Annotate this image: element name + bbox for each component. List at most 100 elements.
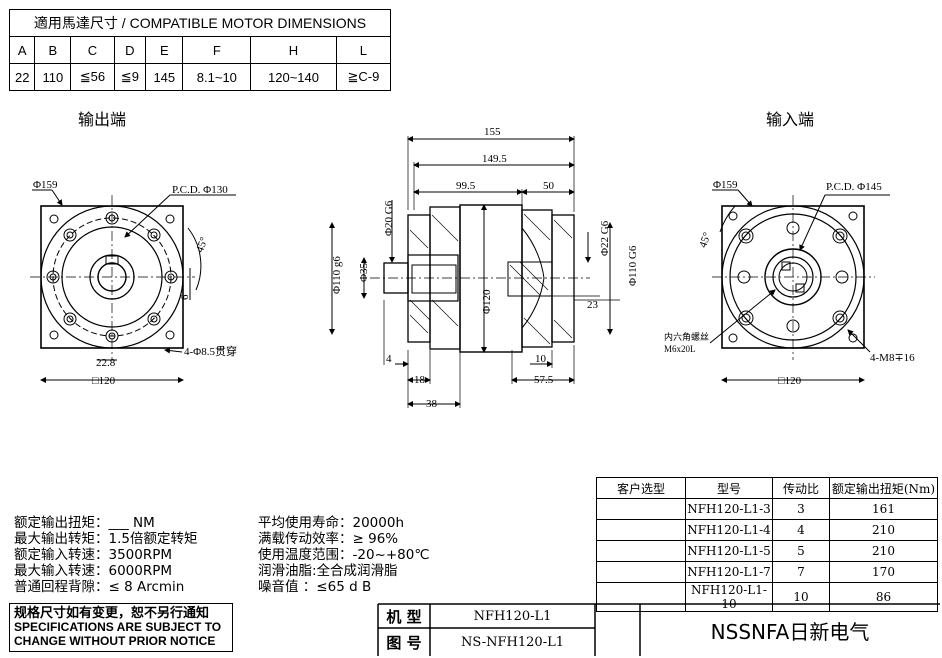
spec-row: 平均使用寿命：20000h — [258, 515, 430, 531]
model-header-cell: 传动比 — [772, 477, 830, 499]
len-total-label: 155 — [484, 126, 501, 138]
input-angle-label: 45° — [697, 231, 714, 250]
model-cell — [596, 498, 686, 520]
dim-18-label: 18 — [414, 374, 426, 386]
input-view-labels: Φ159 P.C.D. Φ145 45° 内六角螺丝 M6x20L 4-M8∓1… — [664, 179, 915, 387]
model-cell: NFH120-L1-7 — [685, 561, 773, 583]
dim-575-label: 57.5 — [534, 374, 554, 386]
side-view-labels: 155 149.5 99.5 50 Φ20 G6 Φ110 g6 Φ35 Φ12… — [331, 126, 639, 410]
spec-value: ≥ 96% — [352, 531, 399, 547]
model-header-cell: 客户选型 — [596, 477, 686, 499]
model-cell: 5 — [772, 540, 830, 562]
table-row: NFH120-L1-10 10 86 — [596, 582, 938, 612]
input-holes-label: 4-M8∓16 — [870, 352, 915, 364]
dim-38-label: 38 — [426, 398, 438, 410]
output-angle-label: 45° — [194, 236, 211, 255]
table-row: NFH120-L1-5 5 210 — [596, 540, 938, 562]
motor-value-cell: 120~140 — [250, 63, 337, 91]
spec-value: 3500RPM — [108, 547, 173, 563]
input-end-view — [709, 189, 890, 383]
model-cell: 161 — [829, 498, 938, 520]
spec-key: 噪音值 ： — [258, 579, 317, 595]
output-end-view — [30, 189, 236, 383]
notice-en-2: CHANGE WITHOUT PRIOR NOTICE — [14, 634, 216, 648]
spec-row: 润滑油脂:全合成润滑脂 — [258, 563, 430, 579]
table-row: NFH120-L1-7 7 170 — [596, 561, 938, 583]
spec-row: 使用温度范围：-20~+80℃ — [258, 547, 430, 563]
model-cell: NFH120-L1-3 — [685, 498, 773, 520]
model-cell: 210 — [829, 540, 938, 562]
output-square-label: □120 — [92, 375, 116, 387]
output-key-height-label: 6 — [179, 294, 191, 300]
model-cell: NFH120-L1-4 — [685, 519, 773, 541]
motor-value-cell: ≧C-9 — [335, 63, 392, 91]
spec-row: 最大输入转速：6000RPM — [14, 563, 197, 579]
spec-key: 润滑油脂: — [258, 563, 317, 579]
input-dia-label: Φ159 — [713, 179, 738, 191]
bore-d-label: Φ22 G6 — [599, 220, 611, 256]
spec-key: 最大输出转矩： — [14, 531, 109, 547]
spec-value: 全合成润滑脂 — [316, 563, 398, 579]
spec-value: 1.5倍额定转矩 — [108, 531, 198, 547]
motor-value-cell: ≦9 — [113, 63, 147, 91]
model-cell: 10 — [772, 582, 830, 612]
motor-table-value-row: 22 110 ≦56 ≦9 145 8.1~10 120~140 ≧C-9 — [8, 63, 392, 91]
spec-key: 使用温度范围： — [258, 547, 353, 563]
table-row: NFH120-L1-4 4 210 — [596, 519, 938, 541]
model-cell: 170 — [829, 561, 938, 583]
specs-left: 额定输出扭矩：___ NM 最大输出转矩：1.5倍额定转矩 额定输入转速：350… — [14, 515, 197, 595]
dim-23-label: 23 — [587, 299, 599, 311]
motor-value-cell: 8.1~10 — [182, 63, 252, 91]
spec-row: 满载传动效率：≥ 96% — [258, 531, 430, 547]
screw-note-2: M6x20L — [664, 344, 696, 354]
len-body-label: 149.5 — [482, 153, 507, 165]
motor-value-cell: ≦56 — [70, 63, 115, 91]
motor-value-cell: 22 — [8, 63, 36, 91]
model-cell: 210 — [829, 519, 938, 541]
model-cell: NFH120-L1-5 — [685, 540, 773, 562]
notice-en-1: SPECIFICATIONS ARE SUBJECT TO — [14, 620, 222, 634]
shaft-d-label: Φ20 G6 — [383, 200, 395, 236]
model-cell — [596, 519, 686, 541]
input-pcd-label: P.C.D. Φ145 — [826, 181, 882, 193]
output-dia-label: Φ159 — [33, 179, 58, 191]
output-view-labels: Φ159 P.C.D. Φ130 45° 6 22.8 4-Φ8.5贯穿 □12… — [33, 179, 237, 387]
spec-row: 噪音值 ：≤65 d B — [258, 579, 430, 595]
model-cell — [596, 582, 686, 612]
shaft-35-label: Φ35 — [358, 262, 370, 282]
model-cell — [596, 540, 686, 562]
model-header-cell: 型号 — [685, 477, 773, 499]
model-header-cell: 额定输出扭矩(Nm) — [829, 477, 938, 499]
model-table-header: 客户选型 型号 传动比 额定输出扭矩(Nm) — [596, 477, 938, 499]
output-flange — [407, 214, 431, 343]
brand-name: NSSNFA日新电气 — [710, 619, 870, 644]
input-square-label: □120 — [778, 375, 802, 387]
spec-row: 普通回程背隙：≤ 8 Arcmin — [14, 579, 197, 595]
model-cell: 3 — [772, 498, 830, 520]
motor-table-title: 適用馬達尺寸 / COMPATIBLE MOTOR DIMENSIONS — [9, 9, 391, 37]
motor-header-cell: D — [113, 36, 147, 64]
model-value: NFH120-L1 — [473, 608, 552, 624]
motor-header-cell: A — [8, 36, 36, 64]
input-bolt-holes — [738, 228, 848, 326]
spec-value: ≤ 8 Arcmin — [108, 579, 185, 595]
dim-10-label: 10 — [535, 353, 547, 365]
model-cell — [596, 561, 686, 583]
motor-value-cell: 110 — [34, 63, 72, 91]
spec-row: 额定输入转速：3500RPM — [14, 547, 197, 563]
body-d-label: Φ120 — [481, 289, 493, 314]
spec-row: 最大输出转矩：1.5倍额定转矩 — [14, 531, 197, 547]
model-cell: NFH120-L1-10 — [685, 582, 773, 612]
motor-dimensions-table: 適用馬達尺寸 / COMPATIBLE MOTOR DIMENSIONS A B… — [8, 9, 392, 91]
spec-key: 普通回程背隙： — [14, 579, 109, 595]
output-key-depth-label: 22.8 — [96, 357, 116, 369]
output-holes-label: 4-Φ8.5贯穿 — [184, 344, 237, 358]
spec-value: 20000h — [352, 515, 405, 531]
screw-note-1: 内六角螺丝 — [664, 331, 709, 342]
output-end-label: 输出端 — [78, 110, 127, 129]
notice-cn: 规格尺寸如有变更，恕不另行通知 — [14, 605, 210, 620]
motor-table-header-row: A B C D E F H L — [8, 36, 392, 64]
gearbox-body — [459, 204, 523, 353]
spec-value: 6000RPM — [108, 563, 173, 579]
specs-right: 平均使用寿命：20000h 满载传动效率：≥ 96% 使用温度范围：-20~+8… — [258, 515, 430, 595]
